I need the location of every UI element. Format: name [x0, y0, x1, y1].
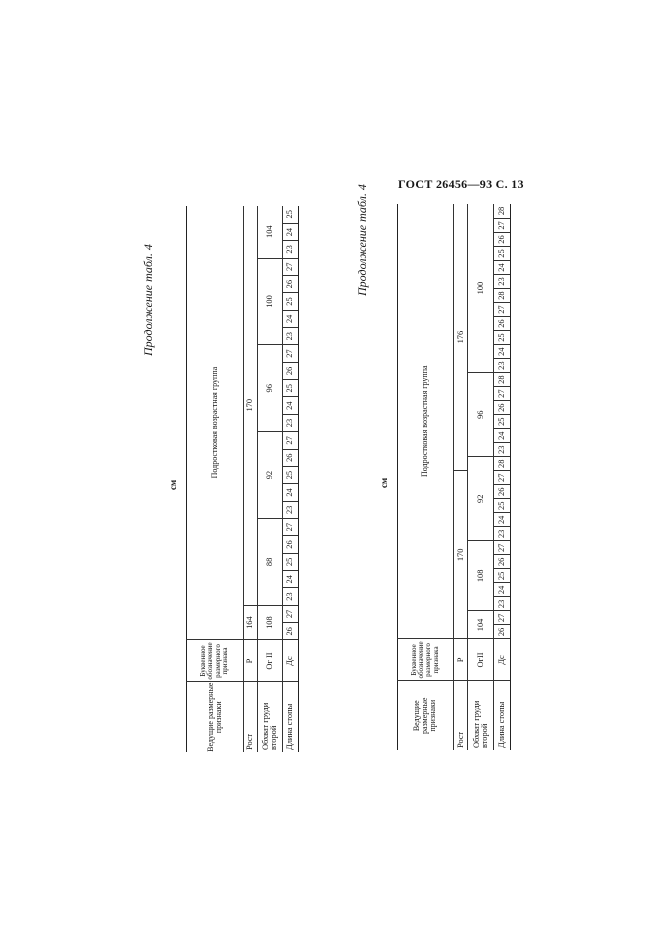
bottom-foot-size-cell: 27: [493, 218, 511, 233]
top-foot-size-cell: 23: [282, 240, 299, 259]
bottom-obhvat-104: 104: [467, 610, 494, 639]
top-head-code: Буквенное обозначение размерного признак…: [186, 640, 244, 682]
bottom-head-features: Ведущие размерные признаки: [397, 680, 454, 750]
top-row-rost-code: Р: [243, 640, 258, 682]
top-foot-size-cell: 25: [282, 292, 299, 311]
top-row-stopa-code: Дс: [282, 640, 299, 682]
top-foot-size-cell: 25: [282, 553, 299, 571]
top-obhvat-88: 88: [257, 518, 283, 606]
top-table-caption: Продолжение табл. 4: [141, 244, 155, 356]
bottom-foot-size-cell: 28: [493, 456, 511, 471]
bottom-foot-size-cell: 27: [493, 540, 511, 555]
bottom-rost-170: 170: [453, 470, 468, 639]
page-header: ГОСТ 26456—93 С. 13: [398, 177, 524, 191]
top-head-group: Подростковая возрастная группа: [186, 205, 244, 640]
top-row-obhvat-label: Обхват груди второй: [257, 682, 283, 752]
top-foot-size-cell: 26: [282, 535, 299, 554]
bottom-foot-size-cell: 27: [493, 470, 511, 485]
bottom-foot-size-cell: 25: [493, 330, 511, 345]
top-foot-size-cell: 27: [282, 605, 299, 623]
bottom-foot-size-cell: 25: [493, 498, 511, 513]
bottom-table: Ведущие размерные признаки Буквенное обо…: [397, 204, 511, 750]
top-foot-size-cell: 26: [282, 449, 299, 467]
bottom-foot-size-cell: 23: [493, 358, 511, 373]
bottom-row-rost-code: Р: [453, 638, 468, 681]
top-foot-size-cell: 25: [282, 205, 299, 224]
top-row-rost-label: Рост: [243, 682, 258, 752]
top-rost-170: 170: [243, 205, 258, 606]
bottom-foot-size-cell: 28: [493, 288, 511, 303]
top-foot-size-cell: 23: [282, 327, 299, 345]
bottom-head-code: Буквенное обозначение размерного признак…: [397, 638, 454, 681]
bottom-obhvat-92: 92: [467, 456, 494, 541]
top-rost-164: 164: [243, 605, 258, 640]
bottom-row-rost-label: Рост: [453, 680, 468, 750]
bottom-unit-label: см: [379, 477, 389, 488]
bottom-foot-size-cell: 24: [493, 260, 511, 275]
bottom-row-obhvat-label: Обхват груди второй: [467, 680, 494, 750]
bottom-row-obhvat-code: ОгII: [467, 638, 494, 681]
top-unit-label: см: [168, 479, 178, 490]
top-foot-size-cell: 23: [282, 587, 299, 606]
top-foot-size-cell: 23: [282, 501, 299, 519]
top-obhvat-108: 108: [257, 605, 283, 640]
top-foot-size-cell: 24: [282, 310, 299, 328]
bottom-foot-size-cell: 23: [493, 274, 511, 289]
top-foot-size-cell: 26: [282, 362, 299, 380]
top-foot-size-cell: 27: [282, 431, 299, 450]
bottom-row-stopa-label: Длина стопы: [493, 680, 511, 750]
top-foot-size-cell: 24: [282, 570, 299, 588]
bottom-foot-size-cell: 27: [493, 386, 511, 401]
top-row-obhvat-code: Ог II: [257, 640, 283, 682]
bottom-foot-size-cell: 28: [493, 204, 511, 219]
bottom-foot-size-cell: 26: [493, 232, 511, 247]
bottom-foot-size-cell: 25: [493, 414, 511, 429]
bottom-foot-size-cell: 26: [493, 624, 511, 639]
bottom-foot-size-cell: 25: [493, 246, 511, 261]
top-foot-size-cell: 27: [282, 258, 299, 276]
bottom-foot-size-cell: 26: [493, 316, 511, 331]
bottom-obhvat-108: 108: [467, 540, 494, 611]
top-head-features: Ведущие размерные признаки: [186, 682, 244, 752]
top-foot-size-cell: 24: [282, 483, 299, 502]
bottom-foot-size-cell: 27: [493, 302, 511, 317]
bottom-foot-size-cell: 24: [493, 428, 511, 443]
bottom-foot-size-cell: 28: [493, 372, 511, 387]
bottom-foot-size-cell: 23: [493, 596, 511, 611]
top-foot-size-cell: 27: [282, 344, 299, 363]
top-obhvat-100: 100: [257, 258, 283, 345]
bottom-foot-size-cell: 24: [493, 344, 511, 359]
bottom-foot-size-cell: 24: [493, 582, 511, 597]
top-table: Ведущие размерные признаки Буквенное обо…: [186, 205, 299, 752]
bottom-rost-176: 176: [453, 204, 468, 471]
top-obhvat-104: 104: [257, 205, 283, 259]
bottom-foot-size-cell: 24: [493, 512, 511, 527]
top-foot-size-cell: 25: [282, 466, 299, 484]
top-foot-size-cell: 24: [282, 396, 299, 415]
bottom-foot-size-cell: 23: [493, 442, 511, 457]
top-foot-size-cell: 26: [282, 622, 299, 640]
bottom-row-stopa-code: Дс: [493, 638, 511, 681]
top-obhvat-92: 92: [257, 431, 283, 519]
bottom-foot-size-cell: 27: [493, 610, 511, 625]
top-foot-size-cell: 25: [282, 379, 299, 397]
bottom-obhvat-100: 100: [467, 204, 494, 373]
bottom-foot-size-cell: 26: [493, 400, 511, 415]
bottom-table-caption: Продолжение табл. 4: [355, 184, 369, 296]
bottom-foot-size-cell: 26: [493, 554, 511, 569]
bottom-foot-size-cell: 25: [493, 568, 511, 583]
top-foot-size-cell: 26: [282, 275, 299, 293]
bottom-head-group: Подростковая возрастная группа: [397, 204, 454, 639]
bottom-foot-size-cell: 26: [493, 484, 511, 499]
top-row-stopa-label: Длина стопы: [282, 682, 299, 752]
top-foot-size-cell: 24: [282, 223, 299, 241]
top-foot-size-cell: 23: [282, 414, 299, 432]
bottom-obhvat-96: 96: [467, 372, 494, 457]
top-obhvat-96: 96: [257, 344, 283, 432]
bottom-foot-size-cell: 23: [493, 526, 511, 541]
top-foot-size-cell: 27: [282, 518, 299, 536]
